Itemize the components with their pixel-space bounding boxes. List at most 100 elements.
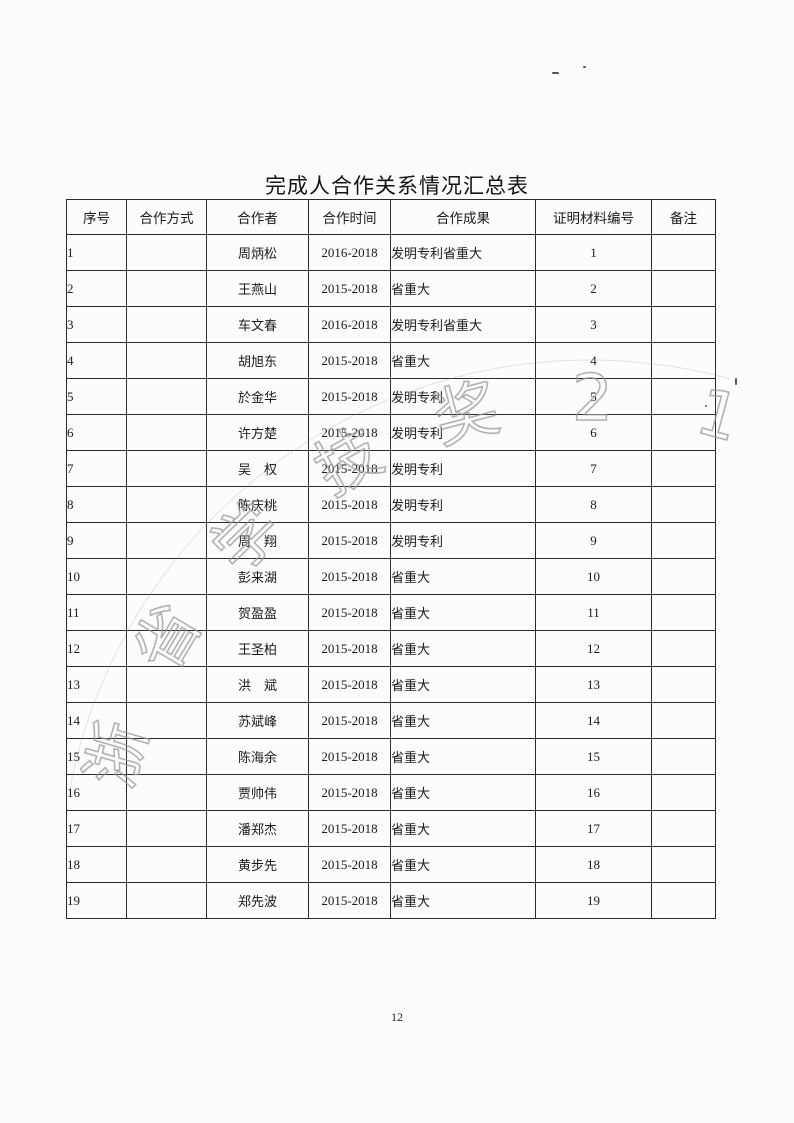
cell-time: 2015-2018 [308,414,391,451]
cooperation-summary-table: 序号 合作方式 合作者 合作时间 合作成果 证明材料编号 备注 1 周炳松 2016… [66,199,716,919]
cell-seq: 14 [66,702,127,739]
cell-method [126,486,207,523]
cell-result: 省重大 [390,810,536,847]
cell-note [651,774,716,811]
cell-method [126,234,207,271]
cell-time: 2015-2018 [308,774,391,811]
cell-seq: 1 [66,234,127,271]
cell-time: 2015-2018 [308,702,391,739]
cell-proof: 15 [535,738,652,775]
cell-name: 周炳松 [206,234,309,271]
cell-time: 2015-2018 [308,846,391,883]
cell-seq: 18 [66,846,127,883]
cell-seq: 15 [66,738,127,775]
cell-method [126,738,207,775]
header-time: 合作时间 [308,199,391,235]
cell-result: 发明专利 [390,450,536,487]
cell-note [651,594,716,631]
cell-proof: 3 [535,306,652,343]
cell-proof: 11 [535,594,652,631]
table-header-row: 序号 合作方式 合作者 合作时间 合作成果 证明材料编号 备注 [66,199,716,235]
cell-name: 贾帅伟 [206,774,309,811]
cell-method [126,630,207,667]
cell-note [651,450,716,487]
cell-proof: 10 [535,558,652,595]
cell-result: 省重大 [390,666,536,703]
cell-note [651,234,716,271]
page-number: 12 [391,1010,403,1024]
header-result: 合作成果 [390,199,536,235]
cell-proof: 2 [535,270,652,307]
cell-method [126,594,207,631]
cell-proof: 7 [535,450,652,487]
cell-time: 2016-2018 [308,306,391,343]
cell-seq: 2 [66,270,127,307]
cell-result: 省重大 [390,558,536,595]
cell-name: 於金华 [206,378,309,415]
cell-seq: 13 [66,666,127,703]
cell-name: 黄步先 [206,846,309,883]
cell-result: 发明专利 [390,414,536,451]
cell-seq: 8 [66,486,127,523]
page-title: 完成人合作关系情况汇总表 [265,174,529,198]
cell-seq: 3 [66,306,127,343]
cell-proof: 18 [535,846,652,883]
cell-time: 2015-2018 [308,378,391,415]
cell-result: 发明专利 [390,486,536,523]
cell-method [126,378,207,415]
cell-name: 王圣柏 [206,630,309,667]
cell-result: 省重大 [390,774,536,811]
cell-name: 周 翔 [206,522,309,559]
cell-proof: 14 [535,702,652,739]
cell-name: 郑先波 [206,882,309,919]
cell-proof: 12 [535,630,652,667]
cell-note [651,846,716,883]
cell-name: 吴 权 [206,450,309,487]
cell-seq: 17 [66,810,127,847]
cell-method [126,846,207,883]
cell-method [126,774,207,811]
cell-result: 省重大 [390,738,536,775]
cell-proof: 16 [535,774,652,811]
cell-name: 苏斌峰 [206,702,309,739]
cell-name: 许方楚 [206,414,309,451]
cell-result: 省重大 [390,702,536,739]
cell-result: 省重大 [390,342,536,379]
cell-time: 2015-2018 [308,738,391,775]
cell-note [651,558,716,595]
cell-proof: 6 [535,414,652,451]
cell-method [126,810,207,847]
cell-seq: 16 [66,774,127,811]
cell-result: 省重大 [390,630,536,667]
cell-time: 2015-2018 [308,486,391,523]
cell-note [651,486,716,523]
cell-note [651,738,716,775]
cell-time: 2015-2018 [308,342,391,379]
cell-seq: 5 [66,378,127,415]
cell-name: 洪 斌 [206,666,309,703]
cell-proof: 9 [535,522,652,559]
cell-name: 车文春 [206,306,309,343]
cell-name: 潘郑杰 [206,810,309,847]
cell-time: 2015-2018 [308,558,391,595]
cell-time: 2015-2018 [308,594,391,631]
cell-note [651,342,716,379]
cell-time: 2015-2018 [308,810,391,847]
cell-note [651,702,716,739]
cell-method [126,882,207,919]
cell-time: 2015-2018 [308,270,391,307]
